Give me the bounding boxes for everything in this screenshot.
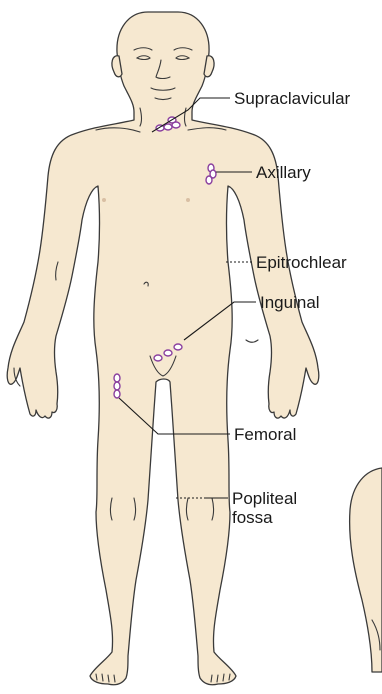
body-outline	[7, 12, 319, 685]
right-wrist-line	[246, 340, 258, 342]
popliteal-label-line1: Popliteal	[232, 489, 297, 508]
supraclavicular-node	[164, 124, 172, 130]
axillary-label: Axillary	[256, 163, 311, 182]
femoral-node	[114, 390, 120, 398]
epitrochlear-label: Epitrochlear	[256, 253, 347, 272]
inguinal-label: Inguinal	[260, 293, 320, 312]
supraclavicular-label: Supraclavicular	[234, 89, 350, 108]
left-nipple	[102, 198, 106, 202]
right-nipple	[186, 198, 190, 202]
inguinal-node	[154, 355, 162, 361]
popliteal-label-line2: fossa	[232, 508, 297, 527]
femoral-nodes	[114, 374, 120, 398]
femoral-node	[114, 374, 120, 382]
inguinal-node	[164, 350, 172, 356]
inguinal-node	[174, 344, 182, 350]
popliteal-fossa-label: Popliteal fossa	[232, 489, 297, 527]
axillary-node	[206, 176, 212, 184]
femoral-label: Femoral	[234, 425, 296, 444]
partial-second-figure	[350, 468, 382, 672]
femoral-node	[114, 382, 120, 390]
